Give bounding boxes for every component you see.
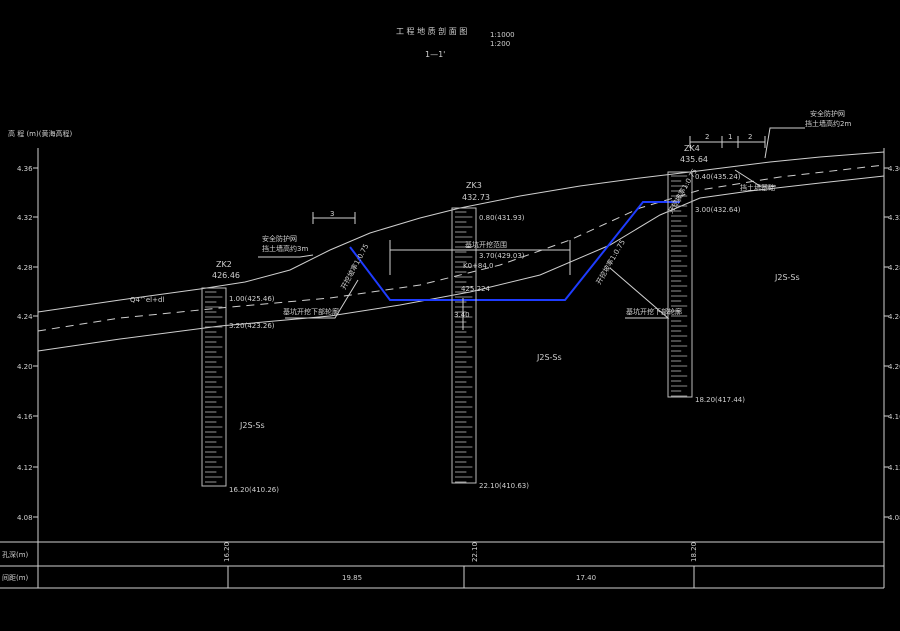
borehole-zk3 bbox=[451, 207, 477, 484]
spacing-2: 17.40 bbox=[576, 574, 596, 582]
vertical-scale: 1:200 bbox=[490, 40, 510, 48]
pit-bottom-elevation: 425.224 bbox=[461, 285, 490, 293]
axis-tick-label: 4.08 bbox=[888, 514, 900, 522]
dimension-right-3: 2 bbox=[748, 133, 752, 141]
zk2-depth2: 3.20(423.26) bbox=[229, 322, 275, 330]
table-row1-label: 孔深(m) bbox=[2, 550, 29, 559]
axis-tick-label: 4.36 bbox=[17, 165, 33, 173]
axis-label: 高 程 (m)(黄海高程) bbox=[8, 129, 72, 138]
bedrock-label-left: J2S-Ss bbox=[239, 421, 265, 430]
layer-boundary-line bbox=[37, 175, 885, 352]
table-row2-label: 间距(m) bbox=[2, 574, 29, 582]
axis-tick-label: 4.32 bbox=[888, 214, 900, 222]
zk2-name: ZK2 bbox=[216, 260, 232, 269]
axis-tick-label: 4.16 bbox=[888, 413, 900, 421]
left-bottom-note: 基坑开挖下部轮廓 bbox=[283, 307, 339, 316]
zk4-depth1: 0.40(435.24) bbox=[695, 173, 741, 181]
zk2-bottom: 16.20(410.26) bbox=[229, 486, 279, 494]
axis-tick-label: 4.12 bbox=[17, 464, 33, 472]
pit-extra-depth: 3.70(429.03) bbox=[479, 252, 525, 260]
right-note-line1: 安全防护网 bbox=[810, 109, 845, 118]
zk2-depth1: 1.00(425.46) bbox=[229, 295, 275, 303]
drawing-title: 工 程 地 质 剖 面 图 bbox=[396, 26, 467, 36]
axis-tick-label: 4.12 bbox=[888, 464, 900, 472]
zk3-depth1: 0.80(431.93) bbox=[479, 214, 525, 222]
left-note-line2: 挡土墙高约3m bbox=[262, 244, 308, 253]
pit-range-label: 基坑开挖范围 bbox=[465, 240, 507, 249]
zk4-elevation: 435.64 bbox=[680, 155, 708, 164]
zk3-bottom: 22.10(410.63) bbox=[479, 482, 529, 490]
axis-tick-label: 4.20 bbox=[17, 363, 33, 371]
axis-tick-label: 4.32 bbox=[17, 214, 33, 222]
right-note-line2: 挡土墙高约2m bbox=[805, 119, 851, 128]
horizontal-scale: 1:1000 bbox=[490, 31, 515, 39]
bedrock-label-right: J2S-Ss bbox=[774, 273, 800, 282]
axis-tick-label: 4.36 bbox=[888, 165, 900, 173]
zk4-depth-cell: 18.20 bbox=[690, 542, 698, 562]
bedrock-label-mid: J2S-Ss bbox=[536, 353, 562, 362]
dimension-left: 3 bbox=[330, 210, 334, 218]
left-note-line1: 安全防护网 bbox=[262, 234, 297, 243]
right-bottom-note: 基坑开挖下部轮廓 bbox=[626, 307, 682, 316]
zk3-depth-cell: 22.10 bbox=[471, 542, 479, 562]
right-axis-ticks: 4.36 4.32 4.28 4.24 4.20 4.16 4.12 4.08 bbox=[884, 165, 900, 522]
spacing-1: 19.85 bbox=[342, 574, 362, 582]
zk3-elevation: 432.73 bbox=[462, 193, 490, 202]
section-label: 1—1' bbox=[425, 50, 445, 59]
zk4-depth2: 3.00(432.64) bbox=[695, 206, 741, 214]
retaining-foundation-note: 挡土墙基础 bbox=[740, 183, 775, 192]
zk4-bottom: 18.20(417.44) bbox=[695, 396, 745, 404]
zk4-name: ZK4 bbox=[684, 144, 700, 153]
axis-tick-label: 4.24 bbox=[888, 313, 900, 321]
excavation-outline bbox=[349, 201, 680, 301]
dimension-right-2: 1 bbox=[728, 133, 732, 141]
axis-tick-label: 4.08 bbox=[17, 514, 33, 522]
groundwater-line bbox=[37, 164, 885, 332]
zk2-depth-cell: 16.20 bbox=[223, 542, 231, 562]
zk3-depth2: 3.40 bbox=[454, 311, 470, 319]
dimension-right-1: 2 bbox=[705, 133, 709, 141]
axis-tick-label: 4.16 bbox=[17, 413, 33, 421]
axis-tick-label: 4.28 bbox=[17, 264, 33, 272]
zk2-elevation: 426.46 bbox=[212, 271, 240, 280]
station-label: K0+84.0 bbox=[463, 262, 494, 270]
axis-tick-label: 4.24 bbox=[17, 313, 33, 321]
borehole-zk4 bbox=[667, 171, 693, 398]
axis-tick-label: 4.20 bbox=[888, 363, 900, 371]
zk3-name: ZK3 bbox=[466, 181, 482, 190]
left-axis-ticks: 4.36 4.32 4.28 4.24 4.20 4.16 4.12 4.08 bbox=[17, 165, 38, 522]
axis-tick-label: 4.28 bbox=[888, 264, 900, 272]
borehole-zk2 bbox=[201, 287, 227, 487]
topsoil-layer-label: Q4^el+dl bbox=[130, 296, 164, 304]
